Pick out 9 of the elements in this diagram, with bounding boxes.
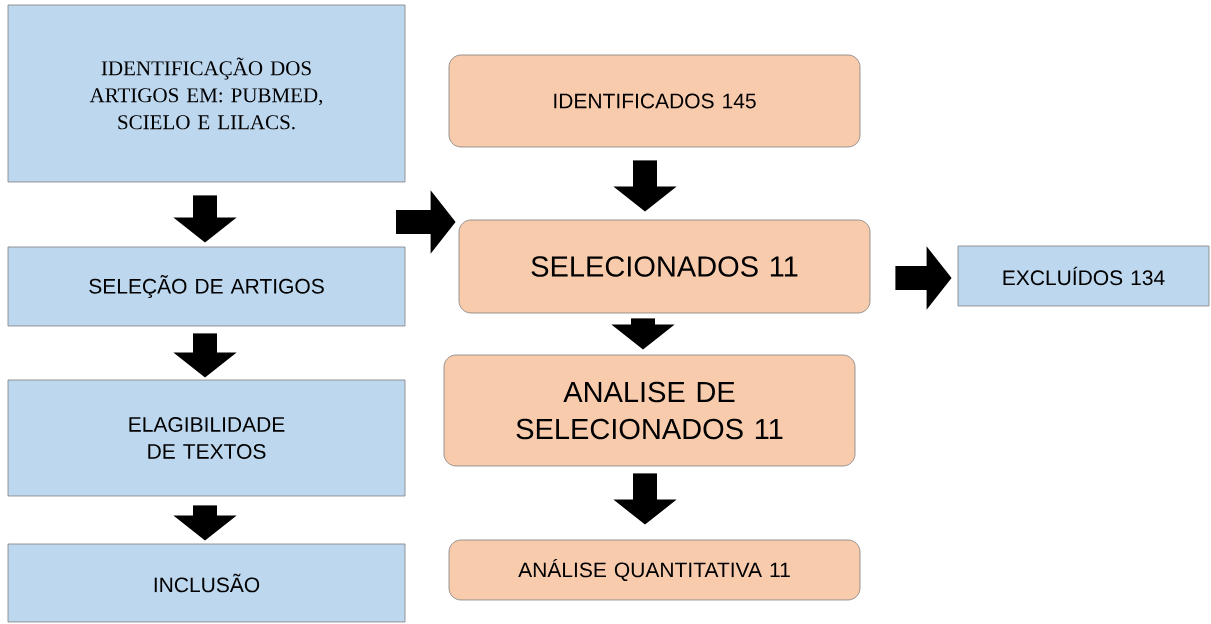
process-box: INCLUSÃO [7,543,406,623]
rounded-box: ANÁLISE QUANTITATIVA 11 [448,539,861,601]
rounded-box: SELECIONADOS 11 [458,219,871,314]
process-box: IDENTIFICAÇÃO DOS ARTIGOS EM: PUBMED, SCIELO E LILACS. [7,4,406,183]
process-box: SELEÇÃO DE ARTIGOS [7,246,406,327]
process-box: EXCLUÍDOS 134 [957,245,1210,307]
rounded-box: ANALISE DE SELECIONADOS 11 [443,354,856,467]
rounded-box: IDENTIFICADOS 145 [448,54,861,148]
process-box: ELAGIBILIDADE DE TEXTOS [7,379,406,497]
